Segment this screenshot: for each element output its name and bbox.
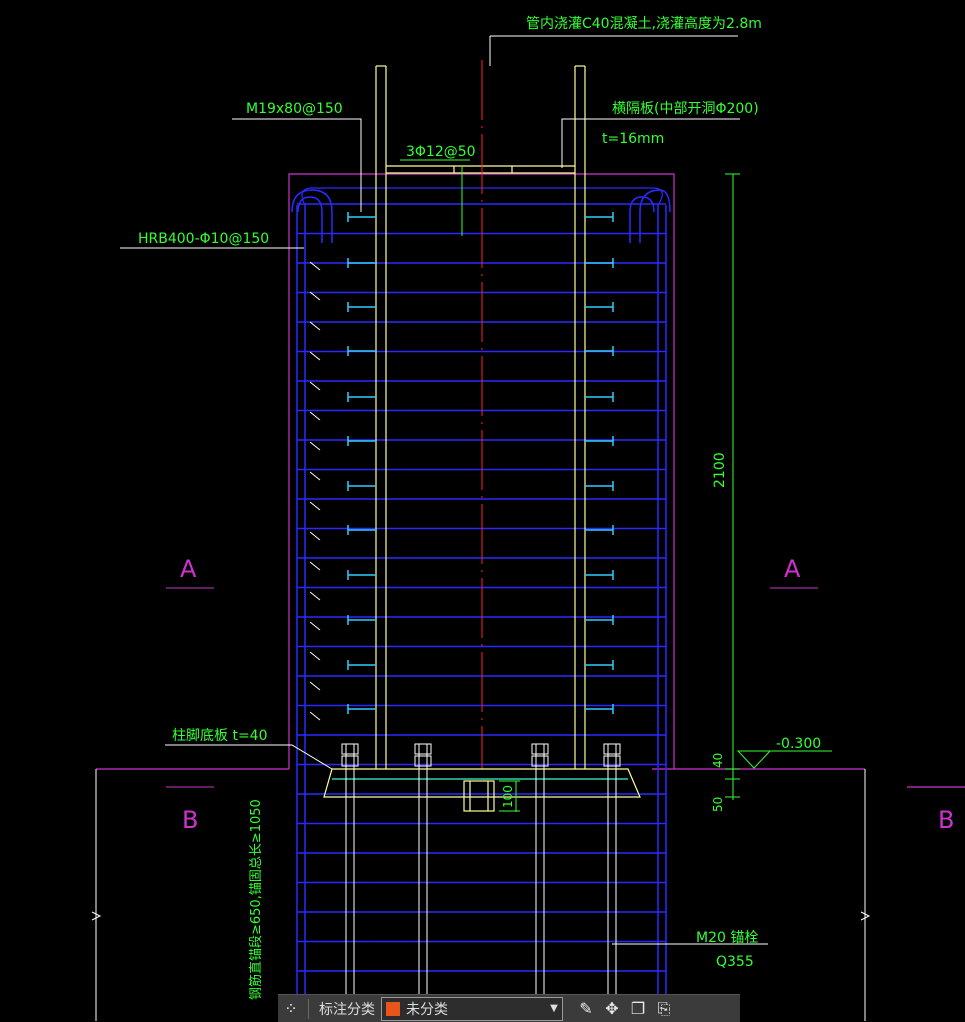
tick [309,621,321,631]
stud-right [585,615,614,625]
anchor-nut [603,743,621,755]
stud-left [347,302,376,312]
tick [309,321,321,331]
stud-right [585,212,614,222]
stirrup-label: HRB400-Φ10@150 [138,231,269,247]
diaphragm-thickness: t=16mm [602,131,664,147]
foundation-edges [91,769,871,1021]
tick [309,411,321,421]
base-plate [323,768,641,812]
tick [309,681,321,691]
stud-left [347,258,376,268]
anchor-nut [341,743,359,755]
rebar-cage [296,187,667,1021]
stud-right [585,258,614,268]
tick [309,501,321,511]
annotation-lines [400,159,832,812]
rebar-hooks [291,189,671,243]
anchor-note: 钢筋直锚段≥650,锚固总长≥1050 [248,799,264,1000]
base-plate-label: 柱脚底板 t=40 [172,728,267,744]
tick [309,711,321,721]
note-top: 管内浇灌C40混凝土,浇灌高度为2.8m [526,15,762,32]
leaders [120,35,768,945]
anchor-nut [414,755,432,767]
stud-left [347,615,376,625]
tick [309,261,321,271]
toolbar-separator [308,998,309,1019]
anchor-nut [603,755,621,767]
bolt-label: M19x80@150 [246,101,343,117]
stud-right [585,570,614,580]
dim-40: 40 [711,753,725,768]
anchor-nut [341,755,359,767]
tick [309,591,321,601]
pedestal-outline [96,173,965,788]
tick [309,291,321,301]
stud-left [347,481,376,491]
category-value: 未分类 [406,1001,448,1018]
grid-icon[interactable]: ⁘ [284,999,298,1018]
paste-icon[interactable]: ⎘ [657,998,671,1018]
anchor-bolt-label: M20 锚栓 [696,930,758,946]
stud-left [347,704,376,714]
edit-icon[interactable]: ✎ [579,999,593,1018]
stud-left [347,436,376,446]
stud-right [585,660,614,670]
tick [309,381,321,391]
dim-100: 100 [501,785,515,808]
dim-height: 2100 [712,452,728,488]
copy-icon[interactable]: ❐ [630,999,646,1018]
anchor-nut [531,743,549,755]
anchor-bolts [341,743,621,1021]
stud-left [347,570,376,580]
rebar-top-label: 3Φ12@50 [406,144,476,160]
tick [309,351,321,361]
tick [309,441,321,451]
stud-right [585,346,614,356]
section-b-left: B [182,806,198,834]
anchor-nut [414,743,432,755]
stud-right [585,704,614,714]
annotation-toolbar: ⁘ 标注分类 未分类 ▼ ✎ ✥ ❐ ⎘ [278,994,740,1022]
section-a-left: A [180,555,197,583]
category-color-swatch [386,1001,400,1016]
shear-studs [347,212,614,714]
chevron-down-icon: ▼ [550,1003,558,1014]
diaphragm-label: 横隔板(中部开洞Φ200) [612,101,759,117]
category-select[interactable]: 未分类 ▼ [381,996,563,1021]
tick [309,531,321,541]
section-a-right: A [784,555,801,583]
toolbar-title: 标注分类 [319,1001,375,1018]
elevation-label: -0.300 [776,736,821,752]
anchor-grade-label: Q355 [716,954,754,970]
stud-left [347,660,376,670]
stud-right [585,302,614,312]
stud-right [585,481,614,491]
anchor-nut [531,755,549,767]
steel-tube [375,65,586,769]
stud-left [347,212,376,222]
tick-marks [309,261,321,721]
stud-right [585,436,614,446]
dim-50: 50 [711,797,725,812]
tick [309,471,321,481]
stud-right [585,392,614,402]
stud-right [585,525,614,535]
move-icon[interactable]: ✥ [605,999,619,1018]
section-lines [166,587,818,788]
stud-left [347,392,376,402]
stud-left [347,525,376,535]
tick [309,561,321,571]
section-b-right: B [938,806,954,834]
stud-left [347,346,376,356]
tick [309,651,321,661]
